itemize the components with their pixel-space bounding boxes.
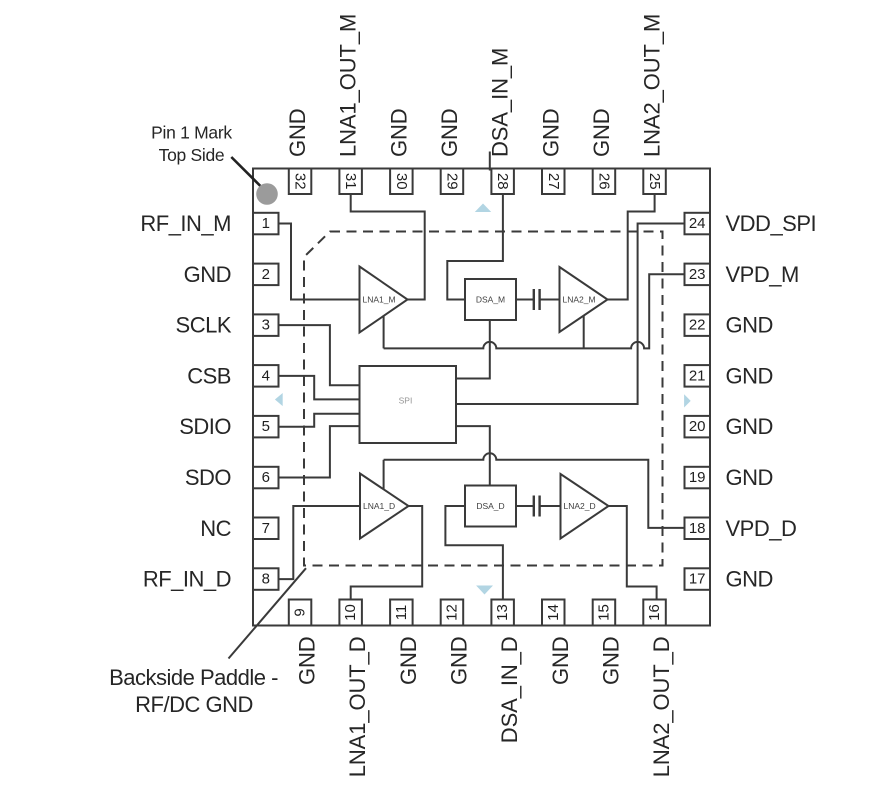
svg-text:CSB: CSB — [187, 363, 231, 388]
svg-text:DSA_IN_D: DSA_IN_D — [497, 636, 522, 743]
svg-text:1: 1 — [262, 215, 270, 232]
svg-text:LNA1_OUT_M: LNA1_OUT_M — [336, 14, 361, 157]
svg-text:3: 3 — [262, 317, 270, 334]
svg-text:17: 17 — [689, 571, 706, 588]
svg-text:GND: GND — [295, 636, 320, 685]
svg-text:12: 12 — [444, 604, 461, 621]
svg-text:14: 14 — [545, 604, 562, 621]
svg-text:6: 6 — [262, 469, 270, 486]
svg-text:32: 32 — [292, 173, 309, 190]
svg-text:GND: GND — [437, 108, 462, 157]
svg-text:GND: GND — [184, 262, 231, 287]
svg-text:5: 5 — [262, 418, 270, 435]
svg-text:18: 18 — [689, 520, 706, 537]
svg-text:VDD_SPI: VDD_SPI — [726, 211, 817, 236]
svg-text:20: 20 — [689, 418, 706, 435]
svg-text:16: 16 — [646, 604, 663, 621]
svg-text:SDO: SDO — [185, 465, 232, 490]
svg-text:GND: GND — [589, 108, 614, 157]
svg-text:LNA1_OUT_D: LNA1_OUT_D — [345, 636, 370, 777]
svg-text:4: 4 — [262, 367, 270, 384]
svg-text:LNA2_D: LNA2_D — [564, 501, 596, 511]
svg-text:8: 8 — [262, 571, 270, 588]
svg-text:9: 9 — [292, 608, 309, 616]
svg-text:LNA2_OUT_D: LNA2_OUT_D — [649, 636, 674, 777]
svg-text:LNA1_M: LNA1_M — [363, 295, 396, 305]
svg-text:22: 22 — [689, 317, 706, 334]
svg-text:GND: GND — [396, 636, 421, 685]
svg-text:GND: GND — [598, 636, 623, 685]
svg-text:21: 21 — [689, 367, 706, 384]
svg-text:GND: GND — [538, 108, 563, 157]
svg-text:11: 11 — [393, 605, 410, 621]
svg-text:Pin 1 Mark: Pin 1 Mark — [151, 123, 232, 143]
svg-text:GND: GND — [726, 313, 773, 338]
svg-text:10: 10 — [342, 604, 359, 621]
svg-text:SPI: SPI — [399, 396, 413, 406]
svg-text:LNA1_D: LNA1_D — [363, 501, 395, 511]
svg-text:13: 13 — [494, 604, 511, 621]
svg-text:GND: GND — [285, 108, 310, 157]
svg-text:27: 27 — [545, 173, 562, 190]
svg-text:GND: GND — [447, 636, 472, 685]
svg-text:Top Side: Top Side — [159, 145, 225, 165]
svg-text:RF_IN_D: RF_IN_D — [143, 567, 231, 592]
svg-text:LNA2_M: LNA2_M — [563, 295, 596, 305]
svg-text:RF/DC GND: RF/DC GND — [135, 692, 253, 717]
svg-text:25: 25 — [646, 173, 663, 190]
svg-text:30: 30 — [393, 173, 410, 190]
svg-text:DSA_D: DSA_D — [476, 501, 504, 511]
svg-text:23: 23 — [689, 266, 706, 283]
svg-text:SCLK: SCLK — [176, 313, 232, 338]
svg-text:29: 29 — [444, 173, 461, 190]
svg-text:VPD_M: VPD_M — [726, 262, 799, 287]
svg-text:RF_IN_M: RF_IN_M — [140, 211, 231, 236]
svg-text:NC: NC — [200, 516, 231, 541]
svg-text:Backside Paddle -: Backside Paddle - — [109, 665, 278, 690]
svg-text:DSA_M: DSA_M — [476, 295, 505, 305]
svg-text:GND: GND — [726, 363, 773, 388]
svg-text:GND: GND — [726, 567, 773, 592]
svg-text:19: 19 — [689, 469, 706, 486]
svg-text:28: 28 — [494, 173, 511, 190]
svg-text:GND: GND — [726, 465, 773, 490]
svg-text:15: 15 — [595, 604, 612, 621]
svg-text:DSA_IN_M: DSA_IN_M — [488, 48, 513, 157]
svg-text:7: 7 — [262, 520, 270, 537]
svg-text:GND: GND — [726, 414, 773, 439]
svg-text:31: 31 — [342, 173, 359, 190]
svg-text:VPD_D: VPD_D — [726, 516, 797, 541]
svg-text:LNA2_OUT_M: LNA2_OUT_M — [640, 14, 665, 157]
svg-text:SDIO: SDIO — [179, 414, 231, 439]
svg-text:GND: GND — [548, 636, 573, 685]
svg-text:GND: GND — [386, 108, 411, 157]
svg-text:2: 2 — [262, 266, 270, 283]
svg-text:24: 24 — [689, 215, 706, 232]
svg-text:26: 26 — [595, 173, 612, 190]
